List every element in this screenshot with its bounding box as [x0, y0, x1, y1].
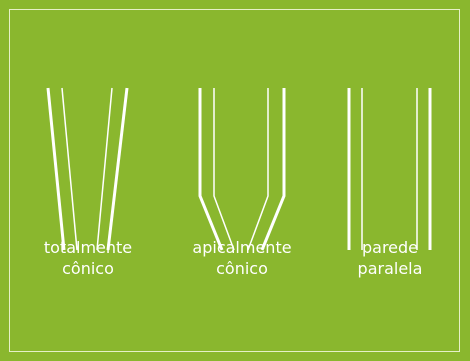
inner-wall-left: [61, 87, 78, 251]
inner-wall-right: [96, 87, 113, 251]
label-apicalmente-conico: apicalmente cônico: [182, 237, 302, 279]
outer-wall-right: [260, 88, 286, 251]
label-line-1: totalmente: [43, 238, 133, 257]
shape-parede-paralela: [347, 88, 432, 250]
shape-totalmente-conico: [46, 87, 129, 251]
diagram-frame: [9, 9, 460, 352]
outer-wall-right: [106, 87, 129, 251]
label-line-2: cônico: [62, 259, 114, 278]
label-line-1: apicalmente: [192, 238, 292, 257]
outer-wall-left: [46, 87, 66, 251]
outer-wall-left: [198, 88, 224, 251]
inner-wall-left: [213, 88, 235, 251]
inner-wall-right: [247, 88, 269, 251]
label-totalmente-conico: totalmente cônico: [38, 237, 138, 279]
label-line-2: cônico: [216, 259, 268, 278]
label-line-2: paralela: [357, 259, 423, 278]
shape-apicalmente-conico: [198, 88, 286, 251]
label-parede-paralela: parede paralela: [340, 237, 440, 279]
label-line-1: parede: [361, 238, 419, 257]
